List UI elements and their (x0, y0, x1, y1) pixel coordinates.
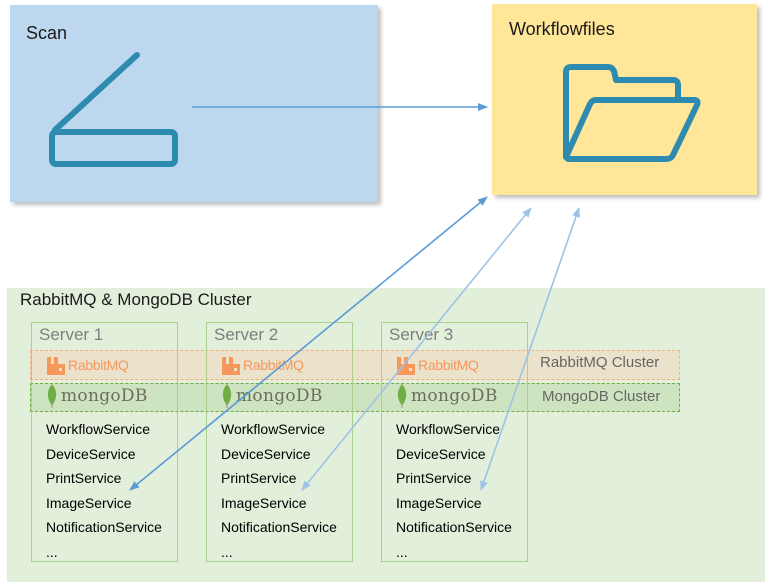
workflowfiles-title: Workflowfiles (509, 19, 615, 39)
service-item: NotificationService (46, 519, 162, 535)
service-item: ... (46, 543, 58, 560)
service-item: NotificationService (396, 519, 512, 535)
service-item: ImageService (46, 494, 132, 511)
service-item: PrintService (46, 470, 122, 486)
mongodb-logo-text: mongoDB (61, 386, 148, 406)
scan-title: Scan (26, 23, 68, 43)
scan-node: Scan (10, 5, 378, 202)
service-item: NotificationService (221, 519, 337, 535)
service-item: ... (221, 543, 233, 560)
mongodb-logo: mongoDB (46, 383, 148, 409)
rabbitmq-logo: RabbitMQ (46, 354, 129, 376)
service-item: ImageService (221, 494, 307, 511)
folder-open-icon (563, 64, 701, 162)
service-item: ImageService (396, 494, 482, 511)
server-1: Server 1 RabbitMQ mongoDB WorkflowServic… (31, 322, 178, 562)
mongodb-leaf-icon (47, 384, 57, 408)
scanner-icon (49, 52, 178, 167)
server-title: Server 1 (39, 325, 104, 344)
service-item: WorkflowService (46, 421, 150, 437)
workflowfiles-server3-arrow (480, 207, 580, 491)
service-item: DeviceService (46, 445, 136, 462)
rabbitmq-logo-text: RabbitMQ (68, 357, 129, 373)
service-item: ... (396, 543, 408, 560)
workflowfiles-node: Workflowfiles (492, 4, 757, 195)
workflowfiles-server2-arrow (301, 207, 532, 491)
rabbitmq-icon (47, 357, 65, 375)
workflowfiles-server1-arrow (129, 196, 488, 491)
service-list: WorkflowService DeviceService PrintServi… (46, 417, 162, 564)
